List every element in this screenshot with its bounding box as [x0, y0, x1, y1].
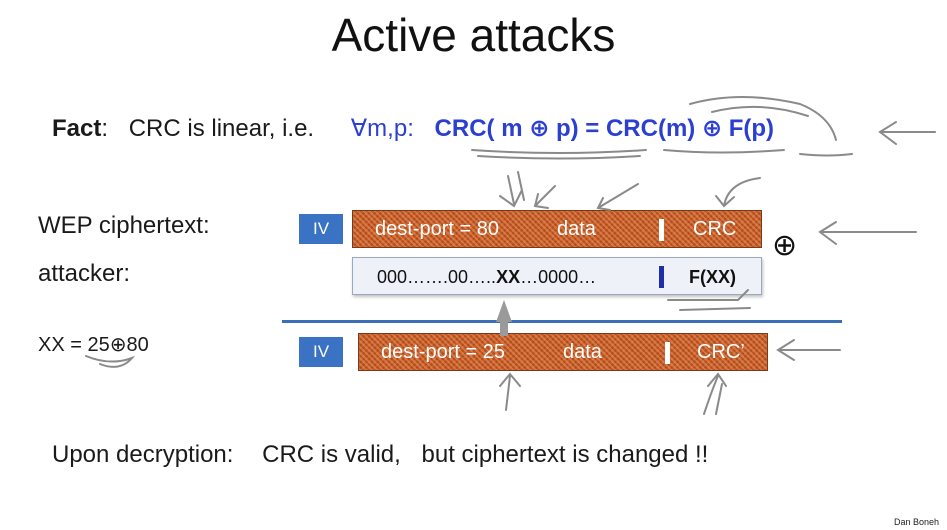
- packet-modified: dest-port = 25 data CRC’: [358, 333, 768, 371]
- packet-original: dest-port = 80 data CRC: [352, 210, 762, 248]
- fact-line: Fact: CRC is linear, i.e. ∀m,p: CRC( m ⊕…: [52, 114, 774, 143]
- arrow-fact-ink: [878, 121, 936, 145]
- arrow-crcprime-ink: [776, 339, 841, 361]
- packet-attack: 000…….00…..XX…0000… F(XX): [352, 257, 762, 295]
- crc-original: CRC: [693, 218, 737, 240]
- wep-ciphertext-label: WEP ciphertext:: [38, 212, 210, 239]
- xor-symbol: ⊕: [772, 229, 798, 262]
- arrow-to-dest-ink: [499, 171, 525, 208]
- data-original: data: [557, 218, 596, 240]
- attack-pattern-xx: XX: [496, 267, 521, 287]
- attack-pattern-prefix: 000…….00…..: [377, 267, 497, 287]
- separator-modified: [665, 342, 670, 364]
- underline-crcm-ink: [663, 149, 785, 154]
- crc-modified: CRC’: [697, 341, 745, 363]
- arrow-xor-ink: [818, 221, 917, 245]
- separator-original: [659, 219, 664, 241]
- fact-quantifier: ∀m,p:: [350, 115, 414, 142]
- attacker-label: attacker:: [38, 260, 131, 287]
- fxx-label: F(XX): [689, 267, 736, 287]
- arrow-up-crc-ink: [703, 372, 727, 415]
- attack-pattern-suffix: …0000…: [520, 267, 597, 287]
- separator-attack: [659, 266, 664, 288]
- fact-label: Fact: [52, 115, 102, 142]
- author-credit: Dan Boneh: [893, 517, 939, 527]
- arrow-crc-ink: [715, 177, 761, 208]
- fact-formula: CRC( m ⊕ p) = CRC(m) ⊕ F(p): [434, 115, 775, 142]
- arrow-data-2-ink: [596, 183, 639, 211]
- underline-forall-ink: [471, 149, 647, 160]
- conclusion-part3: but ciphertext is changed !!: [421, 441, 709, 468]
- fact-statement: CRC is linear, i.e.: [128, 115, 315, 142]
- up-arrow-attack-icon: [496, 300, 512, 336]
- dest-port-original: dest-port = 80: [375, 218, 499, 240]
- xx-equation: XX = 25⊕80: [38, 334, 149, 356]
- conclusion-part1: Upon decryption:: [52, 441, 234, 468]
- dest-port-modified: dest-port = 25: [381, 341, 505, 363]
- arrow-to-data-ink: [533, 185, 556, 209]
- squiggle-under-xx-ink: [85, 355, 136, 368]
- conclusion-line: Upon decryption: CRC is valid, but ciphe…: [52, 441, 708, 469]
- attack-pattern: 000…….00…..XX…0000…: [377, 267, 596, 288]
- underline-fp-ink: [799, 153, 853, 157]
- conclusion-part2: CRC is valid,: [262, 441, 401, 468]
- data-modified: data: [563, 341, 602, 363]
- iv-block-original: IV: [299, 214, 343, 244]
- fact-colon: :: [101, 115, 109, 142]
- slide-title: Active attacks: [331, 9, 616, 61]
- arrow-up-dest-ink: [499, 372, 521, 411]
- result-divider: [282, 320, 842, 323]
- iv-block-modified: IV: [299, 337, 343, 367]
